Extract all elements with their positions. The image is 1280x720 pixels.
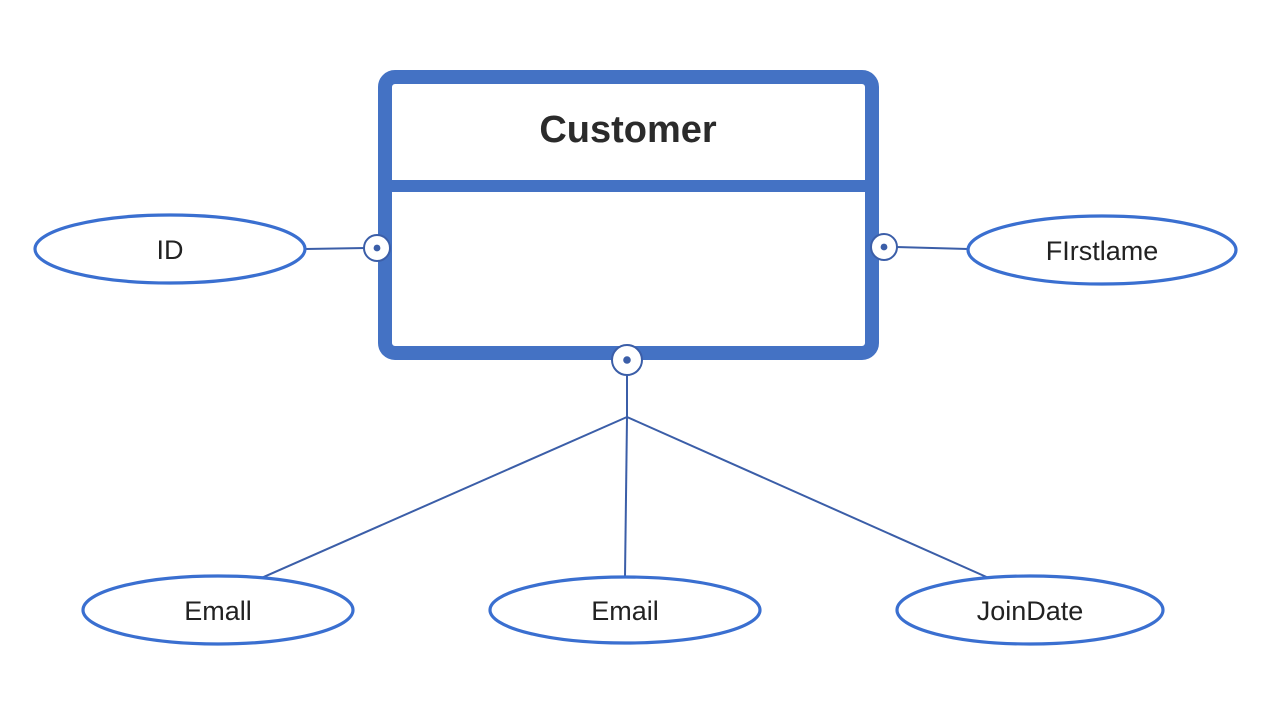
- attribute-emall-ellipse: [81, 574, 355, 646]
- attribute-emall[interactable]: Emall: [81, 574, 355, 646]
- attribute-firstname[interactable]: FIrstlame: [966, 214, 1238, 286]
- attribute-emall-label: Emall: [184, 596, 252, 626]
- connector-node-left[interactable]: [363, 234, 391, 262]
- attribute-joindate-label: JoinDate: [977, 596, 1084, 626]
- attribute-id[interactable]: ID: [33, 213, 307, 285]
- connector-line-email-center: [624, 416, 628, 578]
- connector-nodes: [363, 233, 898, 376]
- attribute-email[interactable]: Email: [488, 575, 762, 645]
- attribute-id-label: ID: [157, 235, 184, 265]
- attribute-firstname-ellipse: [966, 214, 1238, 286]
- entity-customer[interactable]: Customer: [378, 70, 879, 360]
- connector-line-email-left: [249, 416, 628, 584]
- connector-node-bottom[interactable]: [611, 344, 643, 376]
- connector-line-firstname: [895, 246, 969, 250]
- connector-node-left-dot: [373, 244, 381, 252]
- attribute-firstname-label: FIrstlame: [1046, 236, 1159, 266]
- entity-title: Customer: [539, 109, 717, 151]
- connector-node-right-dot: [880, 243, 888, 251]
- attribute-email-ellipse: [488, 575, 762, 645]
- connector-node-bottom-dot: [623, 356, 631, 364]
- attribute-id-ellipse: [33, 213, 307, 285]
- connector-lines: [249, 246, 1001, 584]
- attribute-joindate[interactable]: JoinDate: [895, 574, 1165, 646]
- attribute-joindate-ellipse: [895, 574, 1165, 646]
- connector-node-right[interactable]: [870, 233, 898, 261]
- connector-line-joindate: [626, 416, 1001, 584]
- attribute-email-label: Email: [591, 596, 659, 626]
- connector-line-id: [304, 247, 367, 250]
